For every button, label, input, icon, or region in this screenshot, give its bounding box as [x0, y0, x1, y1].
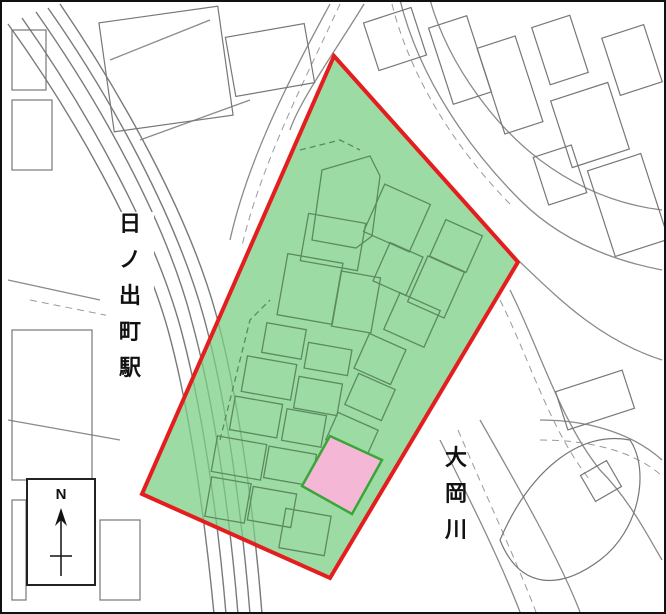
station-label-char: 町	[118, 320, 141, 345]
river-label: 大 岡 川	[432, 440, 480, 550]
river-label-char: 岡	[444, 482, 467, 507]
sidewalks	[29, 3, 663, 613]
north-arrow-icon	[50, 508, 72, 576]
station-label-char: 出	[118, 284, 141, 309]
highlighted-parcel[interactable]	[300, 434, 384, 516]
river-label-char: 川	[444, 518, 467, 543]
buildings-inside	[204, 139, 484, 557]
station-label-char: ノ	[118, 248, 141, 273]
roads	[7, 0, 663, 613]
north-letter: N	[55, 486, 67, 503]
river-label-char: 大	[444, 446, 467, 471]
station-label-char: 駅	[118, 356, 141, 381]
station-label-char: 日	[118, 212, 141, 237]
north-arrow-legend: N	[26, 478, 96, 586]
station-label: 日 ノ 出 町 駅	[106, 212, 154, 382]
target-area[interactable]	[139, 52, 521, 581]
buildings-outside	[11, 5, 666, 601]
